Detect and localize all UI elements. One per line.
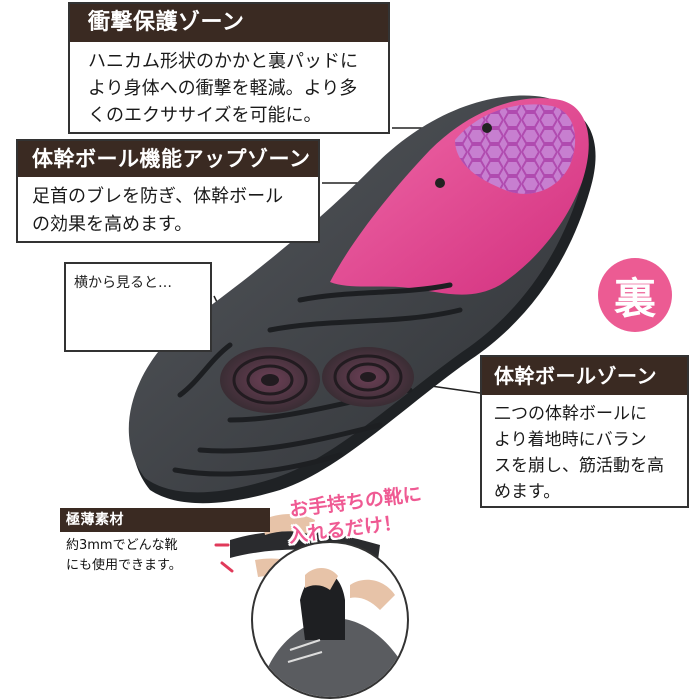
callout-line: くのエクササイズを可能に。 (88, 105, 322, 126)
marker-dot (482, 123, 492, 133)
callout-line: スを崩し、筋活動を高 (494, 456, 664, 476)
callout-line: より着地時にバラン (494, 430, 647, 450)
callout-thin-material: 極薄素材 約3mmでどんな靴 にも使用できます。 (60, 508, 270, 584)
callout-core-function-zone: 体幹ボール機能アップゾーン 足首のブレを防ぎ、体幹ボール の効果を高めます。 (16, 139, 320, 243)
side-view-box: 横から見ると… (64, 262, 212, 352)
callout-line: 二つの体幹ボールに (494, 404, 647, 424)
core-ball-right (322, 347, 414, 407)
callout-line: 約3mmでどんな靴 (66, 538, 178, 553)
callout-text: 足首のブレを防ぎ、体幹ボール の効果を高めます。 (18, 177, 318, 239)
back-side-badge: 裏 (598, 258, 672, 332)
callout-line: の効果を高めます。 (32, 214, 193, 235)
callout-line: ハニカム形状のかかと裏パッドに (88, 51, 358, 72)
callout-line: にも使用できます。 (66, 558, 182, 573)
callout-line: より身体への衝撃を軽減。より多 (88, 78, 358, 99)
callout-title: 衝撃保護ゾーン (70, 4, 388, 42)
callout-text: ハニカム形状のかかと裏パッドに より身体への衝撃を軽減。より多 くのエクササイズ… (70, 42, 388, 129)
callout-core-ball-zone: 体幹ボールゾーン 二つの体幹ボールに より着地時にバラン スを崩し、筋活動を高 … (480, 355, 689, 508)
callout-title: 体幹ボール機能アップゾーン (18, 141, 318, 177)
side-view-label: 横から見ると… (74, 275, 172, 291)
callout-text: 約3mmでどんな靴 にも使用できます。 (60, 532, 210, 576)
marker-dot (435, 178, 445, 188)
core-ball-left (220, 347, 320, 413)
callout-line: めます。 (494, 482, 561, 502)
callout-title: 体幹ボールゾーン (482, 357, 687, 395)
callout-title: 極薄素材 (60, 508, 270, 532)
shoe-photo (251, 541, 409, 699)
callout-text: 二つの体幹ボールに より着地時にバラン スを崩し、筋活動を高 めます。 (482, 395, 687, 505)
callout-line: 足首のブレを防ぎ、体幹ボール (32, 186, 284, 207)
callout-impact-zone: 衝撃保護ゾーン ハニカム形状のかかと裏パッドに より身体への衝撃を軽減。より多 … (68, 2, 390, 134)
